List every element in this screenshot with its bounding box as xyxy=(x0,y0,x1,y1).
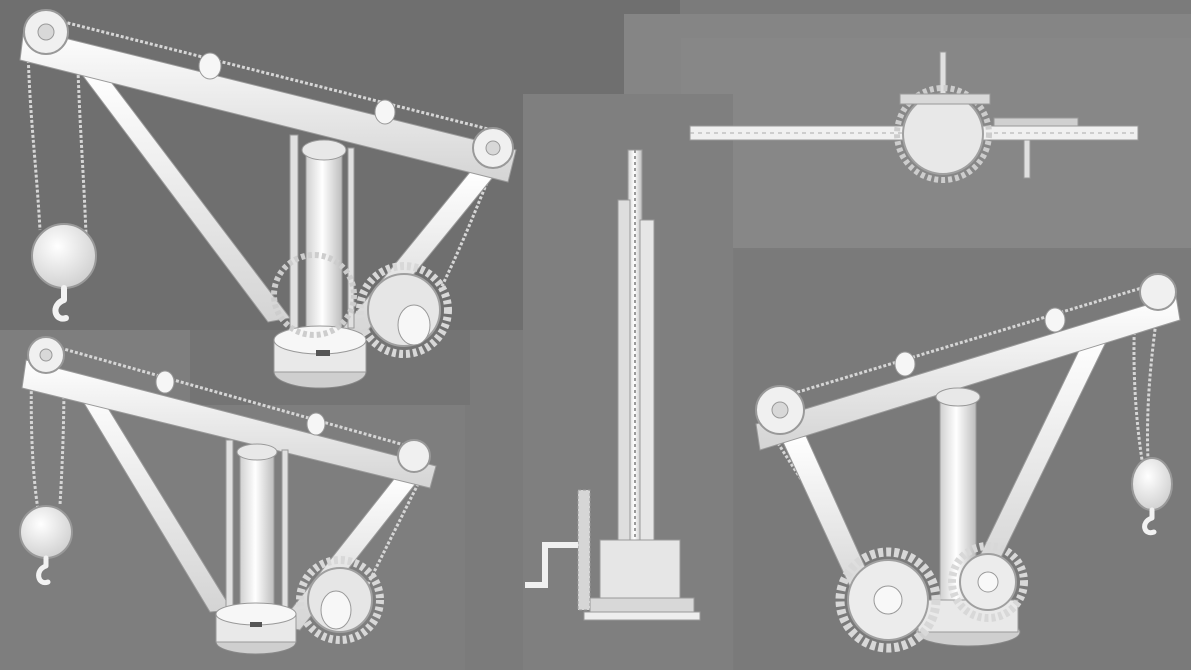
crane-view-top-plan xyxy=(689,51,1139,183)
crane-view-perspective-left xyxy=(19,9,517,389)
crane-view-perspective-left-lower xyxy=(19,336,437,655)
crane-view-side-elevation xyxy=(525,149,701,621)
crane-view-perspective-right xyxy=(755,273,1181,653)
